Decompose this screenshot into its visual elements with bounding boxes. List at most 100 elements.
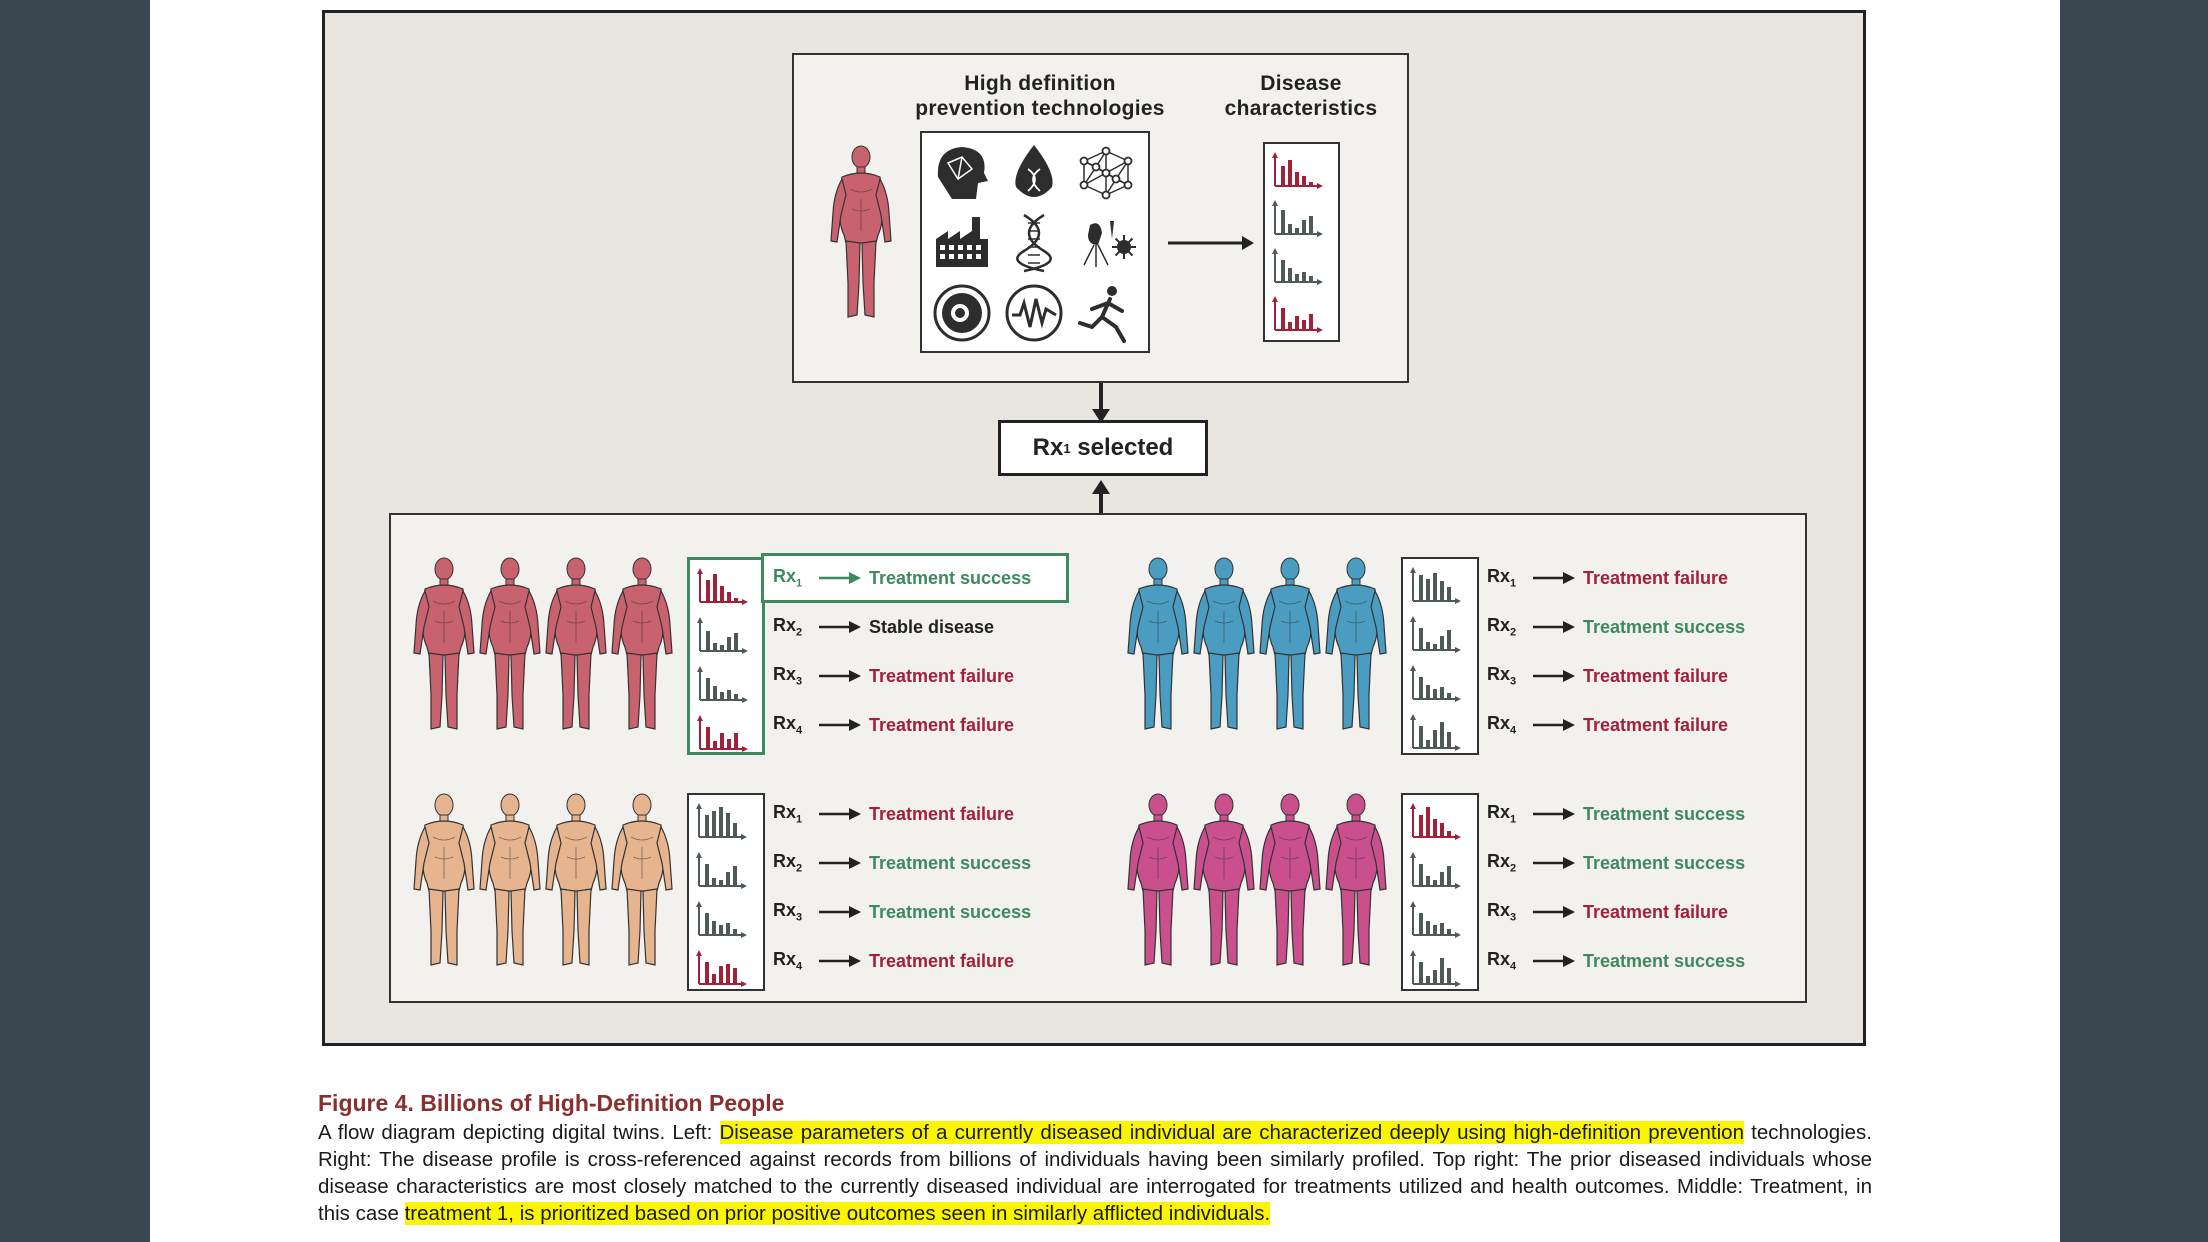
caption-title: Figure 4. Billions of High-Definition Pe… [318,1090,785,1116]
person-icon [1325,793,1387,966]
treatment-outcome: Stable disease [869,616,995,637]
outcome-mini-chart [1410,567,1461,604]
outcome-mini-chart [1410,950,1461,987]
tech-icon-grid [920,131,1150,353]
disease-mini-chart [1272,200,1323,237]
rx-label-text: Rx [1487,802,1511,823]
rx-label: Rx4 [773,949,819,973]
rx-outcome-row: Rx3 Treatment failure [1487,897,1728,927]
rx-label-text: Rx [1487,851,1511,872]
rx-label: Rx4 [773,713,819,737]
rx-label-text: Rx [773,664,797,685]
rx-label: Rx3 [773,900,819,924]
figure-diagram: High definition prevention technologies … [322,10,1866,1046]
rx-label-text: Rx [773,851,797,872]
disease-mini-chart [1272,248,1323,285]
outcome-mini-chart [1410,714,1461,751]
rx-label-text: Rx [773,615,797,636]
rx-label-sub: 2 [796,626,803,639]
disease-mini-chart [1272,296,1323,333]
right-arrow-icon [1533,670,1575,682]
rx-label-sub: 1 [796,813,803,826]
rx-selected-prefix: Rx [1032,434,1064,461]
rx-label-sub: 3 [1510,675,1517,688]
right-arrow-icon [819,857,861,869]
person-icon [1127,793,1189,966]
tech-to-disease-arrow [1168,236,1254,250]
treatment-outcome: Treatment success [1583,852,1746,873]
right-arrow-icon [819,719,861,731]
treatment-outcome: Treatment failure [1583,714,1729,735]
outcome-mini-chart [696,852,747,889]
microbe-virus-icon [1083,221,1136,267]
right-arrow-icon [1533,808,1575,820]
outcome-mini-chart [696,950,747,987]
person-icon [1193,557,1255,730]
treatment-outcome: Treatment success [869,901,1032,922]
tech-header: High definition prevention technologies [890,71,1190,121]
molecule-network-icon [1079,146,1133,200]
right-arrow-icon [1533,955,1575,967]
rx-label: Rx3 [1487,664,1533,688]
disease-header-line2: characteristics [1224,97,1378,120]
person-icon [545,793,607,966]
right-arrow-icon [819,670,861,682]
rx-label-text: Rx [773,566,797,587]
outcome-mini-chart [1410,901,1461,938]
caption-body: A flow diagram depicting digital twins. … [318,1119,1872,1227]
outcome-mini-chart [696,803,747,840]
treatment-outcome: Treatment failure [1583,901,1729,922]
people-group [413,557,673,730]
treatment-outcome: Treatment success [1583,950,1746,971]
person-icon [413,557,475,730]
factory-icon [936,217,988,267]
person-icon [1127,557,1189,730]
rx-outcome-row: Rx4 Treatment failure [1487,710,1728,740]
rx-label: Rx1 [1487,802,1533,826]
rx-outcome-row: Rx3 Treatment success [773,897,1031,927]
down-arrow [1092,383,1110,423]
outcome-mini-chart [697,715,748,752]
rx-label-sub: 2 [796,862,803,875]
tech-header-line1: High definition [964,72,1116,95]
treatment-outcome: Treatment failure [869,950,1015,971]
top-panel: High definition prevention technologies … [792,53,1409,383]
outcome-chart-box [687,793,765,991]
rx-label: Rx4 [1487,713,1533,737]
people-group [1127,557,1387,730]
rx-label-sub: 2 [1510,862,1517,875]
people-group [413,793,673,966]
outcome-mini-chart [697,568,748,605]
person-icon [1193,793,1255,966]
blood-drop-dna-icon [1015,145,1053,197]
outcome-mini-chart [1410,616,1461,653]
rx-label-sub: 3 [1510,911,1517,924]
rx-label-text: Rx [1487,615,1511,636]
right-arrow-icon [1533,857,1575,869]
rx-label: Rx2 [1487,851,1533,875]
figure-caption: Figure 4. Billions of High-Definition Pe… [318,1090,1872,1227]
rx-label-text: Rx [1487,664,1511,685]
person-icon [611,793,673,966]
rx-label: Rx3 [1487,900,1533,924]
person-icon [830,145,892,318]
rx-label-sub: 1 [1510,577,1517,590]
rx-label-text: Rx [1487,900,1511,921]
treatment-outcome: Treatment failure [1583,567,1729,588]
rx-selected-suffix: selected [1070,434,1174,461]
person-icon [545,557,607,730]
rx-label-text: Rx [773,900,797,921]
person-icon [1259,793,1321,966]
disease-header-line1: Disease [1260,72,1342,95]
selected-rx-highlight [761,553,1069,603]
outcome-mini-chart [1410,852,1461,889]
